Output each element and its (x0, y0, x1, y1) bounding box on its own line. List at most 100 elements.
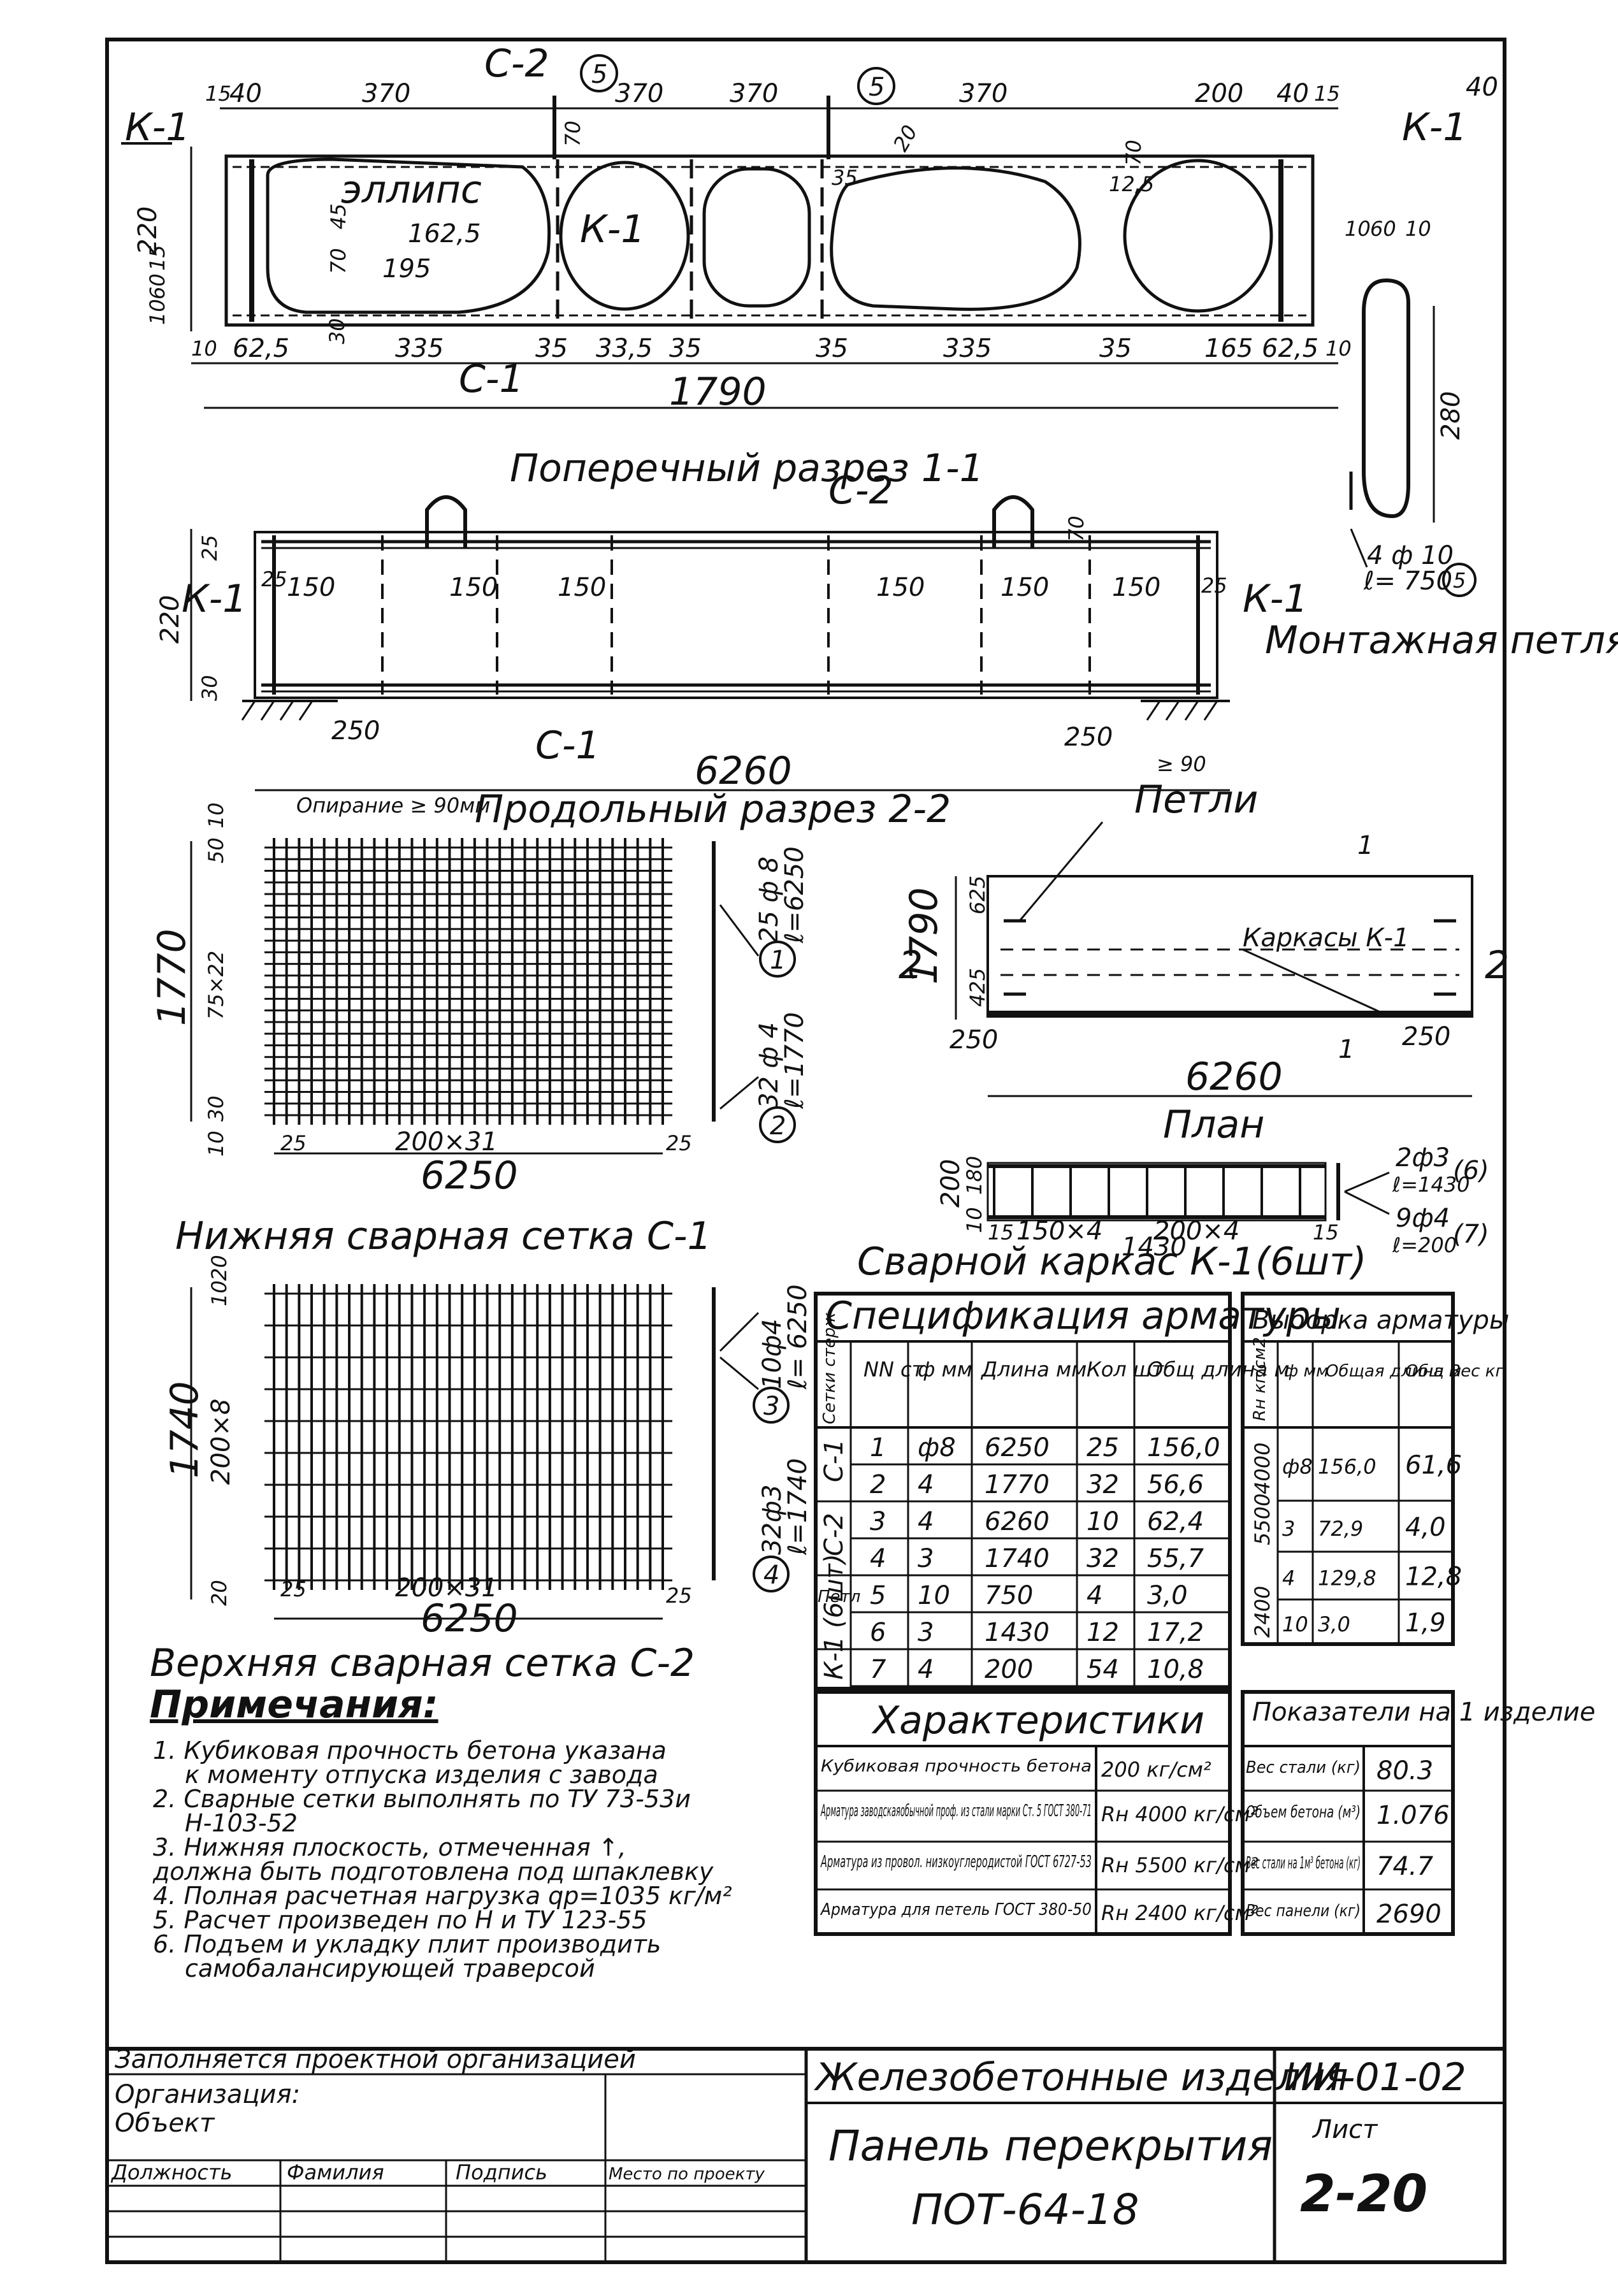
svg-text:10ф4: 10ф4 (758, 1318, 787, 1389)
svg-text:33,5: 33,5 (596, 334, 653, 363)
svg-text:70: 70 (1064, 516, 1088, 542)
spec-row-diameter: 3 (918, 1544, 934, 1573)
svg-text:35: 35 (832, 166, 858, 190)
svg-text:162,5: 162,5 (408, 219, 481, 249)
characteristic-value: Rн 5500 кг/см² (1101, 1853, 1259, 1877)
svg-text:ф мм: ф мм (918, 1357, 972, 1382)
svg-text:250: 250 (331, 716, 380, 746)
spec-row-length: 1770 (985, 1470, 1050, 1499)
longitudinal-section-2-2: С-2 С-1 К-1 К-1 150 150 150 150 150 150 … (155, 468, 1308, 832)
product-code: ПОТ-64-18 (911, 2185, 1139, 2234)
sample-row-length: 3,0 (1318, 1612, 1350, 1636)
svg-text:200: 200 (1195, 79, 1243, 108)
svg-text:35: 35 (816, 334, 848, 363)
note-line: 4. Полная расчетная нагрузка qр=1035 кг/… (153, 1882, 732, 1910)
sample-title: Выборка арматуры (1252, 1306, 1509, 1335)
note-line: самобалансирующей траверсой (185, 1954, 595, 1982)
spec-row-qty: 25 (1087, 1433, 1119, 1462)
svg-text:12,5: 12,5 (1109, 172, 1154, 196)
spec-row-total: 10,8 (1147, 1655, 1204, 1684)
svg-text:Общ Вес кг: Общ Вес кг (1405, 1362, 1504, 1381)
indicators-table: Показатели на 1 изделие Вес стали (кг)80… (1241, 1690, 1595, 1936)
svg-text:10: 10 (204, 1130, 228, 1157)
spec-row-n: 1 (870, 1433, 886, 1462)
spec-row-n: 7 (870, 1655, 886, 1684)
svg-text:1: 1 (1357, 831, 1373, 860)
welded-frame-k1: 200 180 10 15 150×4 200×4 15 1430 2ф3 ℓ=… (857, 1143, 1489, 1284)
svg-text:Опирание ≥ 90мм: Опирание ≥ 90мм (296, 793, 490, 818)
sheet-label: Лист (1311, 2115, 1378, 2144)
svg-text:250: 250 (950, 1025, 998, 1055)
plan-view: 625 1790 425 250 250 6260 Каркасы К-1 2 … (899, 821, 1509, 1147)
svg-text:Длина мм: Длина мм (980, 1357, 1087, 1382)
sample-row-weight: 4,0 (1405, 1513, 1446, 1542)
spec-row-length: 200 (985, 1655, 1033, 1684)
svg-text:50: 50 (204, 837, 228, 863)
c1-label: С-1 (459, 357, 524, 401)
lifting-loop-detail: 10 60 10 280 4 ф 10 ℓ= 750 5 Монтажная п… (1265, 217, 1618, 663)
cross-section-1-1: 5 5 К-1 К-1 К-1 С-2 С-1 эллипс 15 40 370… (121, 41, 1467, 491)
svg-text:220: 220 (155, 595, 185, 644)
note-line: к моменту отпуска изделия с завода (185, 1761, 658, 1789)
spec-row-length: 750 (985, 1581, 1033, 1610)
characteristics-title: Характеристики (871, 1698, 1204, 1743)
svg-text:К-1: К-1 (1243, 577, 1308, 621)
svg-text:15: 15 (988, 1220, 1014, 1245)
spec-row-n: 4 (870, 1544, 886, 1573)
svg-text:(6): (6) (1453, 1156, 1489, 1185)
svg-text:10: 10 (204, 802, 228, 828)
svg-text:60: 60 (145, 273, 170, 300)
svg-text:35: 35 (1099, 334, 1132, 363)
ellipse-void (266, 157, 551, 314)
svg-text:20: 20 (207, 1580, 231, 1606)
oval-void (830, 166, 1081, 311)
document-code: ИИ-01-02 (1284, 2055, 1466, 2100)
spec-row-total: 17,2 (1147, 1618, 1204, 1647)
svg-text:2: 2 (1485, 943, 1509, 988)
svg-text:60: 60 (1370, 217, 1396, 241)
indicator-name: Вес панели (кг) (1246, 1902, 1361, 1921)
svg-text:150: 150 (1112, 573, 1160, 602)
top-mesh-c2: 1740 200×8 200×31 6250 10 20 20 25 25 10… (150, 1255, 813, 1686)
indicator-name: Вес стали на 1м³ бетона (кг) (1246, 1854, 1361, 1873)
slot-void (702, 167, 811, 308)
sample-row-diameter: 10 (1282, 1612, 1308, 1636)
c2-label: С-2 (484, 41, 549, 86)
characteristic-value: Rн 2400 кг/см² (1101, 1901, 1259, 1925)
note-line: должна быть подготовлена под шпаклевку (152, 1858, 714, 1886)
indicator-value: 80.3 (1376, 1756, 1433, 1786)
svg-text:165: 165 (1204, 334, 1253, 363)
characteristic-value: Rн 4000 кг/см² (1101, 1802, 1259, 1826)
section-1-1-total: 1790 (669, 370, 767, 414)
svg-text:30: 30 (204, 1095, 228, 1122)
spec-row-diameter: 4 (918, 1470, 934, 1499)
svg-text:150: 150 (287, 573, 335, 602)
spec-row-n: 6 (870, 1618, 886, 1647)
characteristic-name: Арматура заводскаяобычной проф. из стали… (820, 1801, 1092, 1821)
svg-text:200×31: 200×31 (395, 1573, 498, 1603)
bottom-mesh-c1: 1770 75×22 200×31 6250 50 10 30 10 25 25… (150, 802, 809, 1259)
svg-text:75×22: 75×22 (204, 951, 228, 1020)
svg-text:Должность: Должность (110, 2160, 232, 2184)
spec-row-diameter: 4 (918, 1507, 934, 1536)
sample-row-diameter: ф8 (1282, 1455, 1313, 1479)
spec-row-qty: 32 (1087, 1544, 1119, 1573)
svg-text:70: 70 (561, 120, 585, 147)
indicators-title: Показатели на 1 изделие (1252, 1698, 1595, 1727)
svg-text:15: 15 (205, 82, 231, 106)
svg-text:1: 1 (1338, 1035, 1354, 1064)
characteristic-name: Арматура для петель ГОСТ 380-50 (820, 1900, 1092, 1919)
svg-text:25: 25 (666, 1584, 692, 1608)
sample-row-weight: 1,9 (1405, 1608, 1446, 1638)
svg-text:NN ст.: NN ст. (863, 1357, 930, 1382)
svg-text:5: 5 (869, 73, 885, 102)
svg-text:25: 25 (280, 1131, 307, 1155)
spec-row-diameter: 10 (918, 1581, 950, 1610)
svg-text:5: 5 (591, 60, 607, 89)
spec-row-n: 5 (870, 1581, 886, 1610)
svg-text:150: 150 (876, 573, 925, 602)
spec-row-total: 62,4 (1147, 1507, 1204, 1536)
notes: Примечания: 1. Кубиковая прочность бетон… (150, 1682, 732, 1982)
svg-text:195: 195 (382, 254, 431, 284)
